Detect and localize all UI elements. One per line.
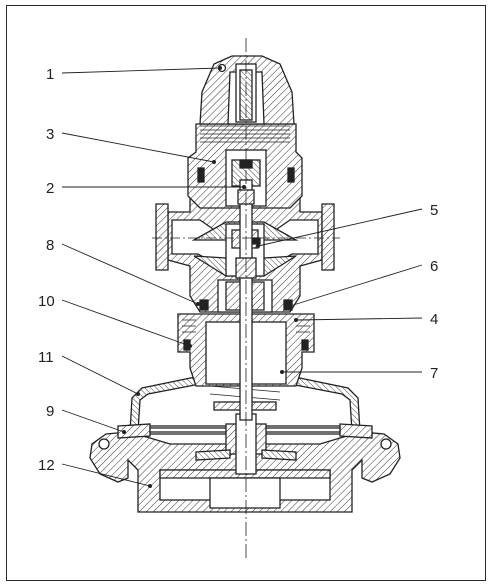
label-10: 10 — [38, 293, 55, 310]
label-1: 1 — [46, 66, 54, 83]
label-2: 2 — [46, 180, 54, 197]
label-3: 3 — [46, 126, 54, 143]
base-part — [89, 431, 401, 513]
label-4: 4 — [430, 311, 438, 328]
label-8: 8 — [46, 237, 54, 254]
label-12: 12 — [38, 457, 55, 474]
label-9: 9 — [46, 403, 54, 420]
label-7: 7 — [430, 365, 438, 382]
central-stem — [152, 38, 340, 560]
drawing-frame — [6, 5, 486, 581]
leader-lines — [61, 66, 423, 488]
label-11: 11 — [38, 349, 54, 366]
label-5: 5 — [430, 202, 438, 219]
part-labels: 1 3 2 5 8 6 10 4 11 7 9 12 — [38, 66, 438, 474]
label-6: 6 — [430, 258, 438, 275]
top-cap — [199, 55, 295, 125]
